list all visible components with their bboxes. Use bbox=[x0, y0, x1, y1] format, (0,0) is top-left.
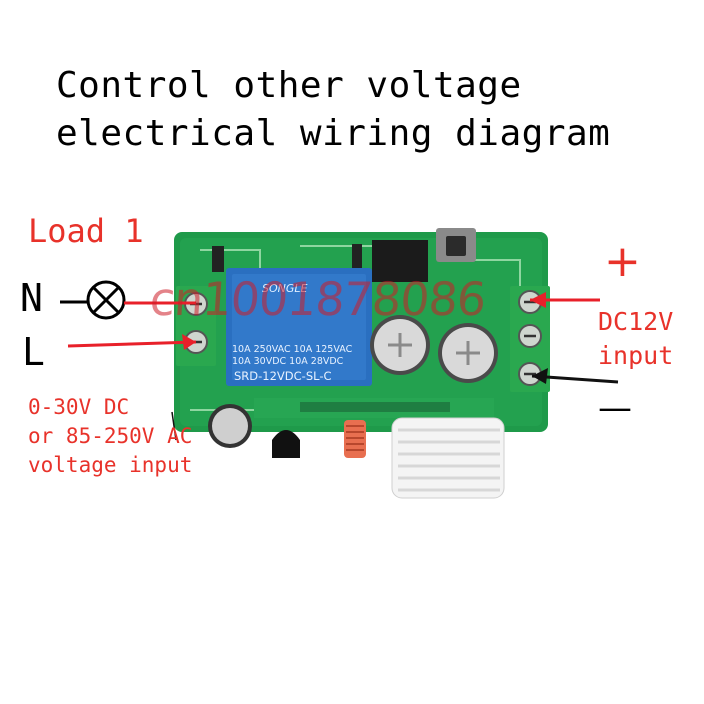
relay-brand: SONGLE bbox=[262, 282, 308, 295]
title-line-2: electrical wiring diagram bbox=[56, 113, 611, 154]
lamp-icon bbox=[86, 280, 126, 320]
push-button bbox=[436, 228, 476, 262]
line-label: L bbox=[22, 330, 45, 374]
capacitor bbox=[370, 315, 430, 375]
input-voltage-label: 0-30V DC or 85-250V AC voltage input bbox=[28, 393, 192, 480]
relay: SONGLE 10A 250VAC 10A 125VAC 10A 30VDC 1… bbox=[226, 268, 372, 386]
dc-input-line-1: DC12V bbox=[598, 307, 674, 336]
load-label: Load 1 bbox=[28, 212, 144, 250]
ic-chip bbox=[372, 240, 428, 282]
small-capacitor bbox=[208, 404, 252, 448]
input-pointer-arrow bbox=[171, 411, 177, 441]
title-line-1: Control other voltage bbox=[56, 65, 522, 106]
antenna-spring bbox=[391, 417, 505, 499]
capacitor bbox=[438, 323, 498, 383]
transistor bbox=[272, 430, 300, 458]
input-voltage-line-2: or 85-250V AC bbox=[28, 424, 193, 448]
dc-input-line-2: input bbox=[598, 341, 674, 370]
input-voltage-line-1: 0-30V DC bbox=[28, 395, 130, 419]
smd-component bbox=[212, 246, 224, 272]
diagram-title: Control other voltage electrical wiring … bbox=[56, 62, 610, 158]
inductor-coil bbox=[344, 420, 366, 458]
relay-rating-2: 10A 30VDC 10A 28VDC bbox=[232, 356, 344, 367]
smd-component bbox=[352, 244, 362, 268]
relay-model: SRD-12VDC-SL-C bbox=[234, 369, 332, 383]
neutral-label: N bbox=[20, 276, 43, 320]
input-voltage-line-3: voltage input bbox=[28, 453, 193, 477]
line-wire-arrow bbox=[67, 340, 197, 348]
relay-rating-1: 10A 250VAC 10A 125VAC bbox=[232, 344, 353, 355]
watermark: cn1001878086 bbox=[148, 272, 488, 326]
minus-sign: — bbox=[598, 388, 632, 428]
dc-input-label: DC12V input bbox=[598, 305, 673, 373]
plus-sign: + bbox=[604, 236, 641, 287]
